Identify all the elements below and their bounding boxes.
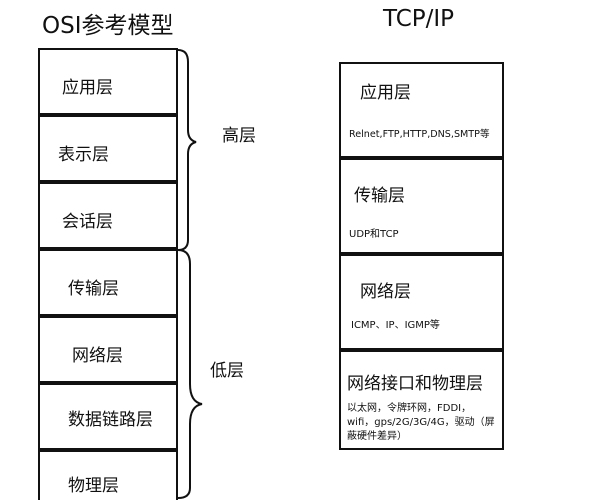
osi-layer-transport: 传输层 [38, 249, 178, 316]
osi-model-title: OSI参考模型 [42, 13, 174, 39]
osi-layer-label: 网络层 [72, 346, 123, 366]
upper-layers-label: 高层 [222, 126, 256, 146]
osi-layer-label: 应用层 [62, 78, 113, 98]
tcpip-layer-label: 网络接口和物理层 [347, 374, 483, 394]
tcpip-model-title: TCP/IP [383, 6, 455, 32]
osi-layer-physical: 物理层 [38, 450, 178, 500]
tcpip-layer-protocols: 以太网，令牌环网，FDDI，wifi，gps/2G/3G/4G，驱动（屏蔽硬件差… [347, 403, 495, 442]
osi-layer-label: 物理层 [68, 476, 119, 496]
tcpip-layer-network-interface: 网络接口和物理层 以太网，令牌环网，FDDI，wifi，gps/2G/3G/4G… [339, 350, 504, 450]
lower-group-brace [177, 249, 203, 499]
osi-layer-application: 应用层 [38, 48, 178, 115]
tcpip-layer-label: 应用层 [360, 83, 411, 103]
osi-layer-label: 传输层 [68, 279, 119, 299]
osi-layer-session: 会话层 [38, 182, 178, 249]
tcpip-layer-label: 传输层 [354, 186, 405, 206]
osi-layer-presentation: 表示层 [38, 115, 178, 182]
upper-group-brace [177, 49, 197, 251]
tcpip-layer-label: 网络层 [360, 282, 411, 302]
tcpip-layer-transport: 传输层 UDP和TCP [339, 158, 504, 254]
osi-layer-data-link: 数据链路层 [38, 383, 178, 450]
osi-layer-network: 网络层 [38, 316, 178, 383]
tcpip-layer-protocols: ICMP、IP、IGMP等 [351, 320, 440, 331]
tcpip-layer-protocols: UDP和TCP [349, 229, 399, 240]
tcpip-layer-application: 应用层 Relnet,FTP,HTTP,DNS,SMTP等 [339, 62, 504, 158]
osi-layer-label: 数据链路层 [68, 410, 153, 430]
tcpip-layer-protocols: Relnet,FTP,HTTP,DNS,SMTP等 [349, 129, 490, 140]
osi-layer-label: 表示层 [58, 145, 109, 165]
tcpip-layer-internet: 网络层 ICMP、IP、IGMP等 [339, 254, 504, 350]
lower-layers-label: 低层 [210, 361, 244, 381]
osi-layer-label: 会话层 [62, 212, 113, 232]
